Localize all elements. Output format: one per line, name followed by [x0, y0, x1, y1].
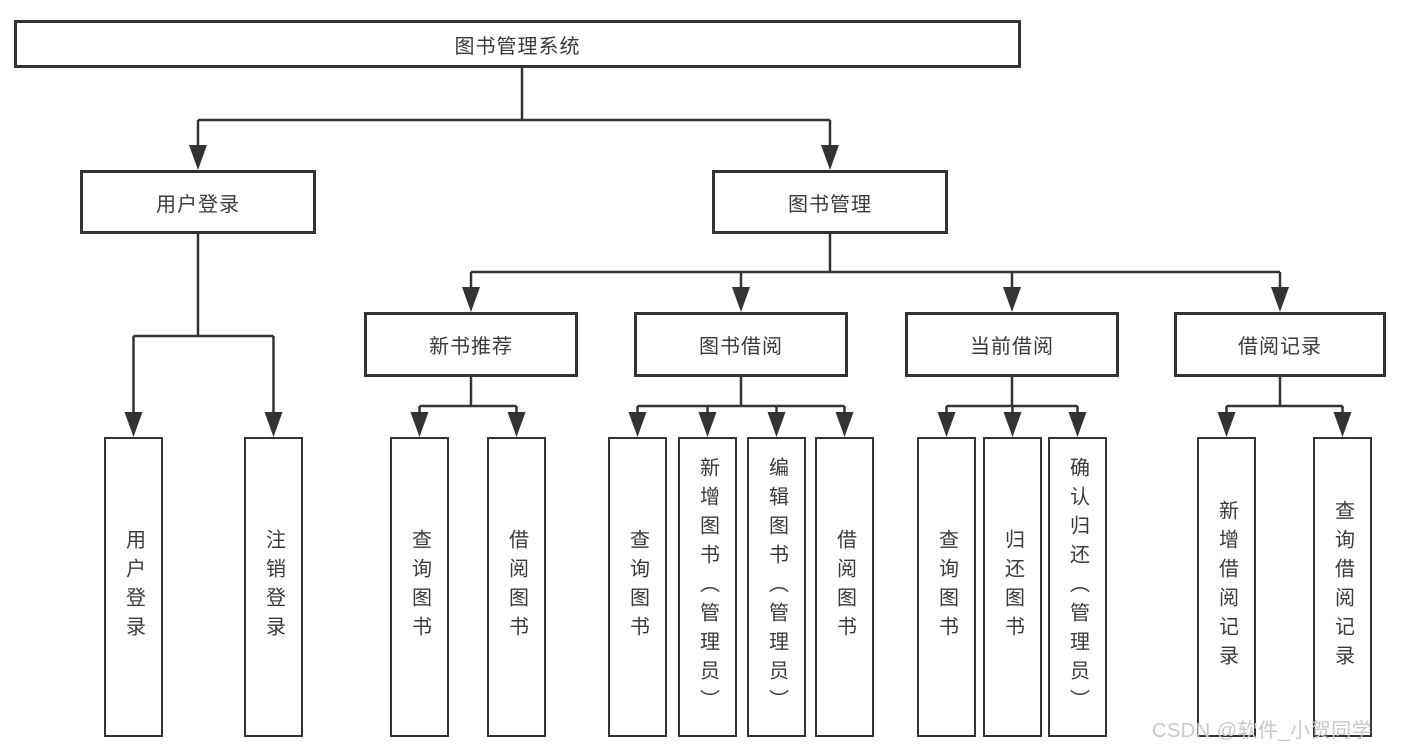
node-book-borrowing: 图书借阅 — [634, 312, 848, 377]
csdn-watermark: CSDN @软件_小贺同学 — [1152, 720, 1373, 742]
arrowhead-icons — [124, 145, 1352, 437]
leaf-return-books: 归还图书 — [983, 437, 1042, 737]
leaf-user-login: 用户登录 — [104, 437, 163, 737]
node-book-management: 图书管理 — [712, 170, 948, 234]
leaf-borrow-books-borrowing: 借阅图书 — [815, 437, 874, 737]
node-library-management-system: 图书管理系统 — [14, 20, 1021, 68]
node-current-borrowing: 当前借阅 — [905, 312, 1119, 377]
leaf-query-borrow-record: 查询借阅记录 — [1313, 437, 1372, 737]
leaf-add-books-admin: 新增图书（管理员） — [678, 437, 737, 737]
node-borrowing-records: 借阅记录 — [1174, 312, 1386, 377]
node-user-login: 用户登录 — [80, 170, 316, 234]
leaf-borrow-books-recommend: 借阅图书 — [487, 437, 546, 737]
leaf-confirm-return-admin: 确认归还（管理员） — [1048, 437, 1107, 737]
leaf-add-borrow-record: 新增借阅记录 — [1197, 437, 1256, 737]
leaf-query-books-recommend: 查询图书 — [390, 437, 449, 737]
leaf-query-books-current: 查询图书 — [917, 437, 976, 737]
leaf-edit-books-admin: 编辑图书（管理员） — [747, 437, 806, 737]
leaf-query-books-borrowing: 查询图书 — [608, 437, 667, 737]
node-new-book-recommendation: 新书推荐 — [364, 312, 578, 377]
leaf-logout: 注销登录 — [244, 437, 303, 737]
